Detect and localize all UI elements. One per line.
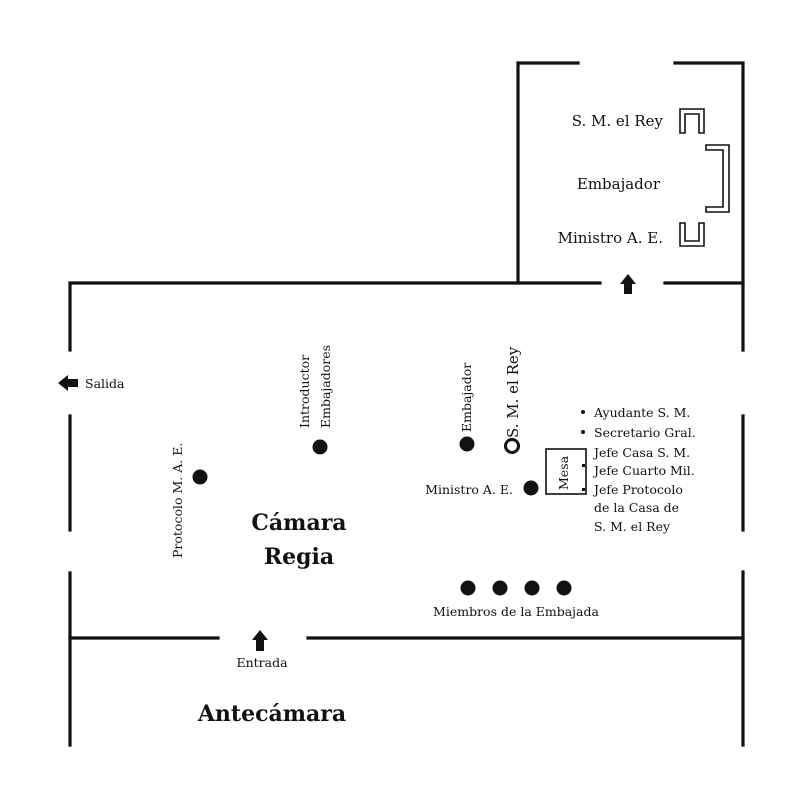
king-label: S. M. el Rey: [504, 346, 522, 438]
table-label: Mesa: [556, 455, 571, 490]
throne-room-label-line1: Cámara: [251, 510, 346, 536]
retinue-item: Ayudante S. M.: [593, 405, 690, 420]
embassy-members: [460, 580, 572, 596]
inner-minister-label: Ministro A. E.: [558, 229, 663, 247]
embassy-member-position: [524, 580, 540, 596]
minister-position: [523, 480, 539, 496]
walls: [68, 61, 745, 747]
retinue-item: Jefe Cuarto Mil.: [592, 463, 695, 478]
retinue-item: Jefe Protocolo: [592, 482, 683, 497]
entrance-arrow-icon: [252, 630, 268, 651]
retinue-item: S. M. el Rey: [594, 519, 671, 534]
entrance-label: Entrada: [236, 655, 288, 670]
table-corner-mark: [582, 488, 585, 491]
throne-room-label-line2: Regia: [264, 544, 334, 570]
table-corner-mark: [582, 464, 585, 467]
table: [545, 448, 587, 495]
introducer-label-line2: Embajadores: [318, 345, 333, 428]
embassy-member-position: [460, 580, 476, 596]
bullet-icon: [581, 430, 585, 434]
main-room-wall-top: [68, 281, 520, 352]
retinue-list: Ayudante S. M. Secretario Gral. Jefe Cas…: [581, 405, 696, 534]
ambassador-position: [459, 436, 475, 452]
antechamber-label: Antecámara: [197, 701, 346, 727]
introducer-position: [312, 439, 328, 455]
inner-room-wall-right-top: [673, 61, 745, 352]
ambassador-label: Embajador: [459, 363, 474, 432]
inner-door-arrow-icon: [620, 274, 636, 294]
king-seat: [679, 108, 705, 134]
ambassador-seat: [705, 144, 730, 213]
main-room-wall-bottom-left: [68, 571, 220, 640]
minister-label: Ministro A. E.: [425, 482, 513, 497]
embassy-members-label: Miembros de la Embajada: [433, 604, 599, 619]
retinue-item: de la Casa de: [594, 500, 679, 515]
embassy-member-position: [556, 580, 572, 596]
exit-arrow-icon: [58, 375, 78, 391]
minister-seat: [679, 222, 705, 247]
retinue-item: Secretario Gral.: [594, 425, 696, 440]
exit-label: Salida: [85, 376, 125, 391]
retinue-item: Jefe Casa S. M.: [592, 445, 690, 460]
embassy-member-position: [492, 580, 508, 596]
inner-king-label: S. M. el Rey: [572, 112, 664, 130]
inner-ambassador-label: Embajador: [577, 175, 661, 193]
king-position: [504, 438, 520, 454]
protocol-label: Protocolo M. A. E.: [170, 443, 185, 558]
bullet-icon: [581, 410, 585, 414]
introducer-label-line1: Introductor: [297, 355, 312, 428]
inner-room-wall-left-top: [516, 61, 580, 282]
protocol-position: [192, 469, 208, 485]
